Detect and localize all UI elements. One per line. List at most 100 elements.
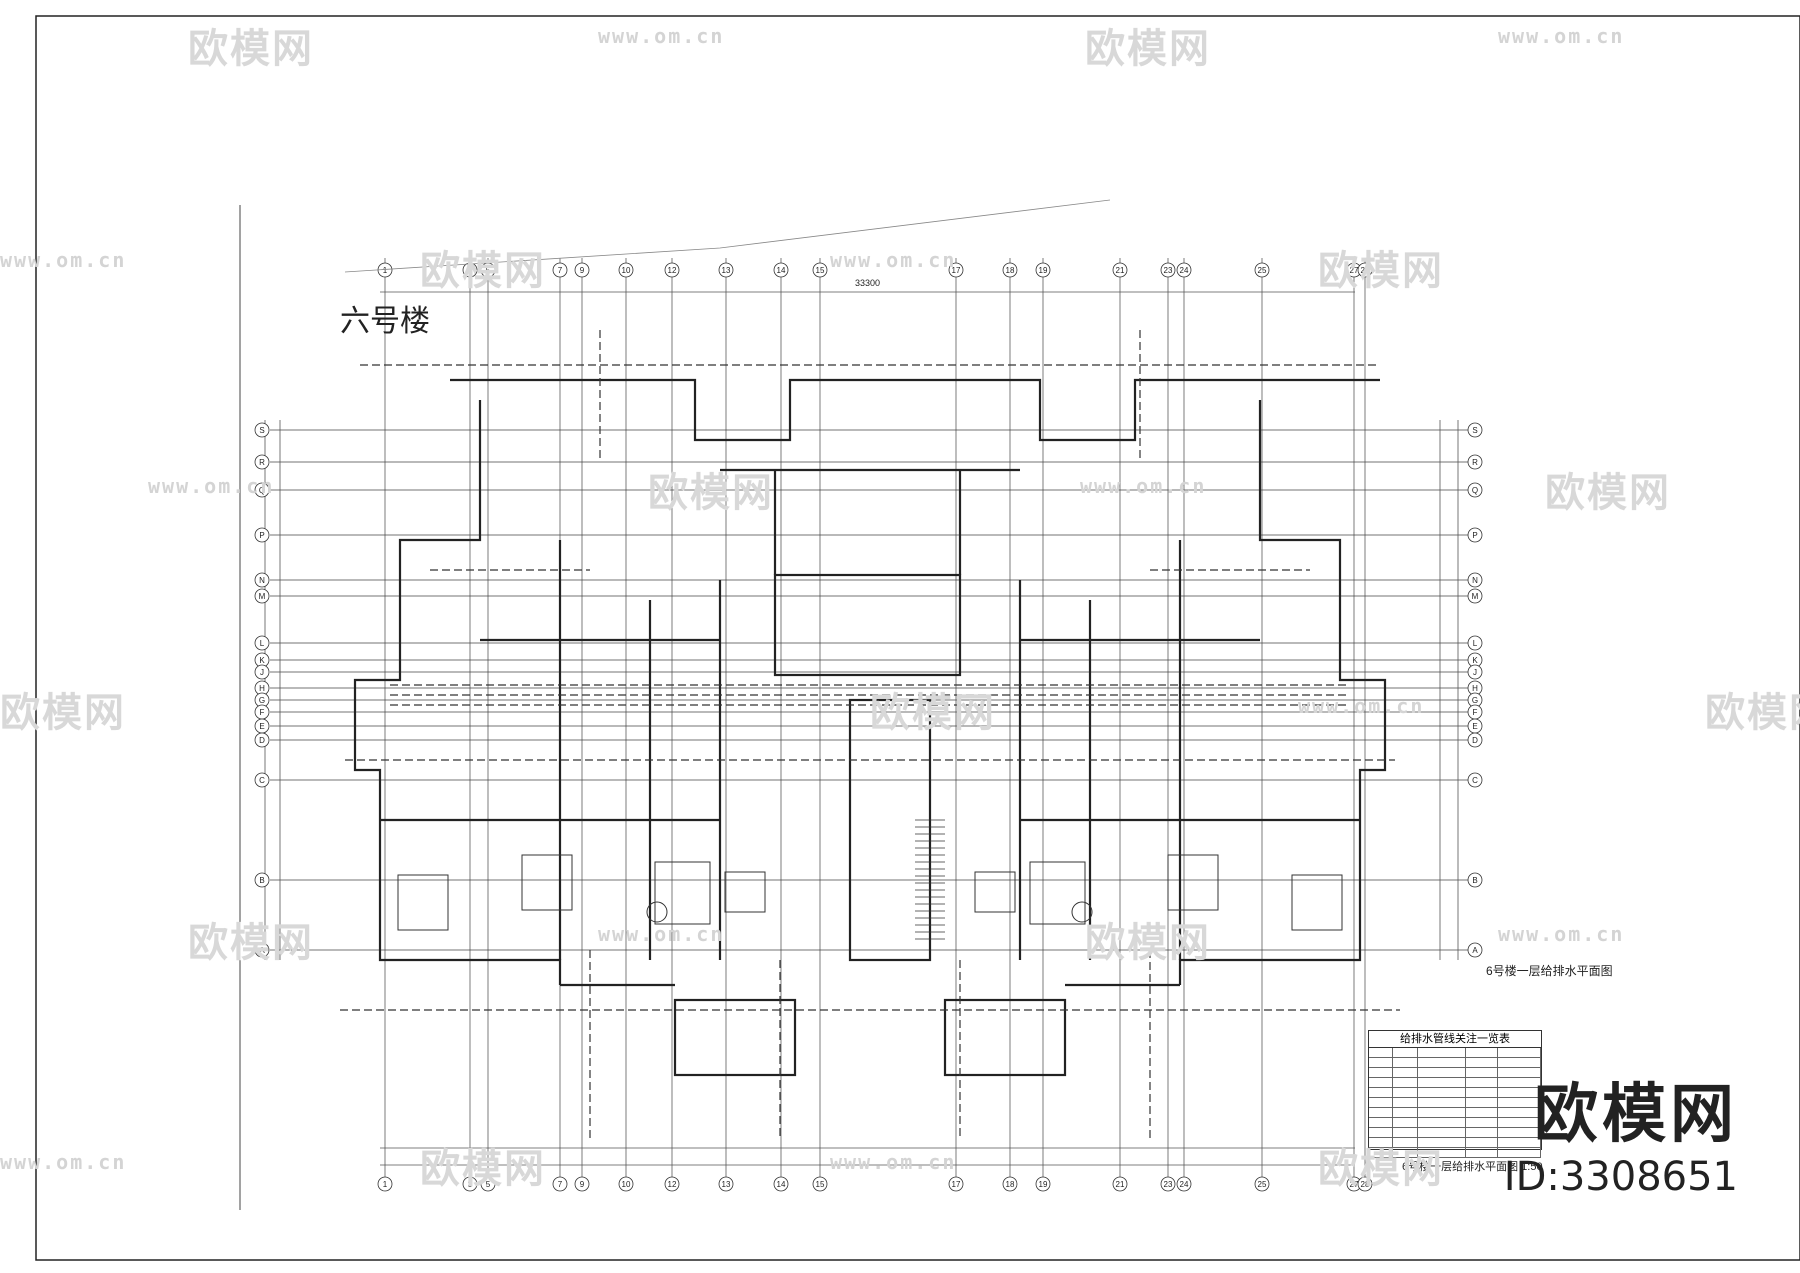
watermark-logo: 欧模网: [0, 690, 126, 736]
watermark-url: www.om.cn: [830, 1150, 957, 1174]
grid-bubble-label: 14: [777, 266, 786, 275]
legend-row: [1369, 1048, 1541, 1058]
grid-bubble-label: 14: [777, 1180, 786, 1189]
grid-bubble-circle: [664, 262, 680, 278]
grid-bubble-circle: [1357, 1176, 1373, 1192]
legend-cell: [1498, 1068, 1541, 1077]
grid-bubble: 17: [948, 1176, 964, 1192]
grid-bubble: N: [254, 572, 270, 588]
grid-bubble: 25: [1254, 262, 1270, 278]
grid-bubble: Q: [1467, 482, 1483, 498]
grid-bubble: 12: [664, 1176, 680, 1192]
dimension-lines: [264, 291, 1459, 1166]
grid-bubble: 23: [1160, 262, 1176, 278]
grid-bubble-label: 5: [486, 1180, 491, 1189]
watermark-logo: 欧模网: [648, 470, 774, 516]
legend-cell: [1393, 1078, 1418, 1087]
sheet-label: 6号楼一层给排水平面图: [1486, 964, 1613, 978]
legend-row: [1369, 1078, 1541, 1088]
legend-cell: [1418, 1088, 1467, 1097]
grid-bubble-circle: [812, 262, 828, 278]
grid-bubble: H: [254, 680, 270, 696]
grid-bubble-circle: [377, 1176, 393, 1192]
legend-cell: [1466, 1138, 1498, 1147]
legend-row: [1369, 1128, 1541, 1138]
grid-bubble-circle: [254, 422, 270, 438]
legend-cell: [1393, 1148, 1418, 1157]
grid-bubble-circle: [1467, 942, 1483, 958]
grid-bubble-circle: [1467, 872, 1483, 888]
grid-bubble-label: 13: [722, 1180, 731, 1189]
legend-cell: [1369, 1108, 1394, 1117]
grid-bubble-label: 10: [622, 266, 631, 275]
horizontal-grid-lines: [270, 429, 1470, 951]
grid-bubble: 14: [773, 262, 789, 278]
grid-bubble-circle: [1035, 262, 1051, 278]
legend-cell: [1466, 1068, 1498, 1077]
grid-bubble-label: 17: [952, 266, 961, 275]
legend-row: [1369, 1138, 1541, 1148]
legend-cell: [1498, 1128, 1541, 1137]
grid-bubble: 13: [718, 1176, 734, 1192]
grid-bubble-label: 18: [1006, 266, 1015, 275]
grid-bubble: 3: [462, 1176, 478, 1192]
overall-dimension: 33300: [855, 278, 881, 288]
grid-bubble-label: 27: [1350, 1180, 1359, 1189]
legend-title: 给排水管线关注一览表: [1369, 1031, 1541, 1048]
grid-bubble: A: [1467, 942, 1483, 958]
grid-bubble: E: [1467, 718, 1483, 734]
watermark-logo: 欧模网: [188, 26, 314, 72]
grid-bubble-circle: [718, 262, 734, 278]
legend-cell: [1418, 1128, 1467, 1137]
grid-bubble: 24: [1176, 262, 1192, 278]
grid-bubble: 28: [1357, 1176, 1373, 1192]
grid-bubble-label: 7: [558, 1180, 563, 1189]
legend-cell: [1418, 1058, 1467, 1067]
grid-bubble-label: 10: [622, 1180, 631, 1189]
legend-cell: [1369, 1098, 1394, 1107]
grid-bubble: 23: [1160, 1176, 1176, 1192]
grid-bubble: P: [1467, 527, 1483, 543]
grid-bubble: F: [254, 704, 270, 720]
grid-bubble-label: 23: [1164, 1180, 1173, 1189]
legend-cell: [1418, 1108, 1467, 1117]
grid-bubble: 10: [618, 262, 634, 278]
grid-bubble: R: [1467, 454, 1483, 470]
grid-bubble: G: [254, 692, 270, 708]
furniture: [397, 854, 1343, 931]
grid-bubble-label: 28: [1361, 1180, 1370, 1189]
grid-bubble: 14: [773, 1176, 789, 1192]
grid-bubble-label: F: [1473, 708, 1478, 717]
grid-bubble-circle: [254, 454, 270, 470]
brand-stamp: 欧模网 ID:3308651: [1504, 1078, 1738, 1202]
watermark-url: www.om.cn: [1080, 474, 1207, 498]
grid-bubble: 10: [618, 1176, 634, 1192]
legend-cell: [1498, 1088, 1541, 1097]
grid-bubble-label: J: [1473, 668, 1477, 677]
grid-bubble: 19: [1035, 262, 1051, 278]
grid-bubble-circle: [462, 262, 478, 278]
grid-bubble: S: [254, 422, 270, 438]
grid-bubble-label: A: [1472, 946, 1478, 955]
grid-bubble: B: [1467, 872, 1483, 888]
grid-bubble-label: 13: [722, 266, 731, 275]
watermark-logo: 欧模网: [420, 248, 546, 294]
grid-bubble: 9: [574, 1176, 590, 1192]
grid-bubble-circle: [1467, 588, 1483, 604]
grid-bubble: S: [1467, 422, 1483, 438]
legend-cell: [1466, 1098, 1498, 1107]
grid-bubble: E: [254, 718, 270, 734]
grid-bubble: P: [254, 527, 270, 543]
grid-bubble-circle: [1467, 772, 1483, 788]
grid-bubble-circle: [1467, 664, 1483, 680]
watermark-url: www.om.cn: [0, 248, 127, 272]
grid-bubble-circle: [1176, 1176, 1192, 1192]
legend-cell: [1498, 1108, 1541, 1117]
grid-bubble: Q: [254, 482, 270, 498]
pipe-runs: [340, 330, 1400, 1140]
grid-bubble: 18: [1002, 1176, 1018, 1192]
grid-bubble-circle: [1467, 527, 1483, 543]
